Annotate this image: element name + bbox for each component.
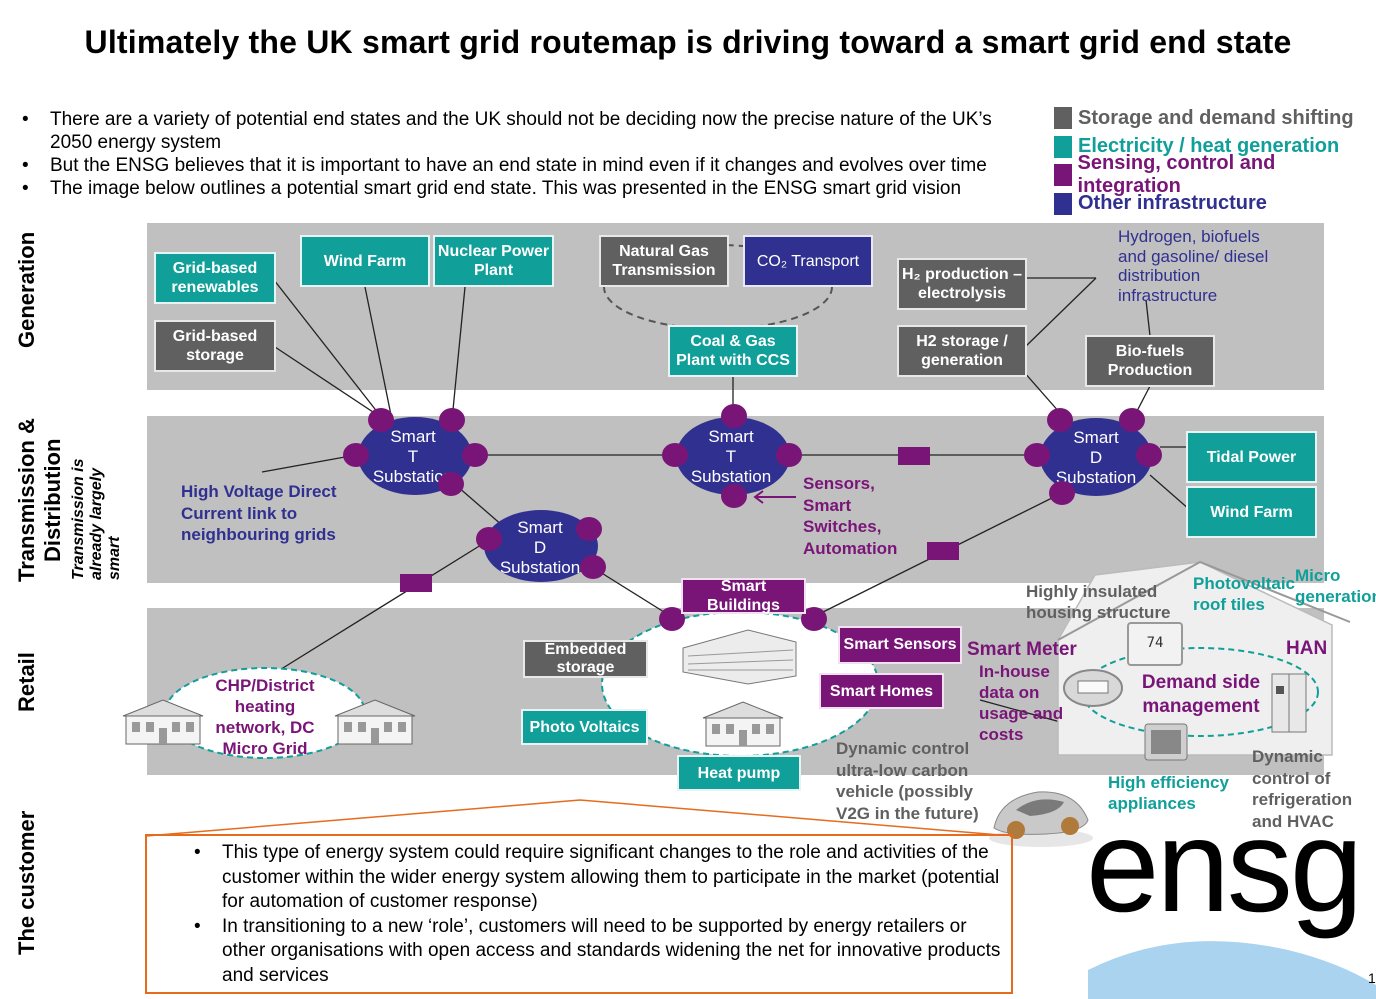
smart-meter-device-icon [1063,669,1123,707]
node-dot [1136,443,1162,467]
refrigerator-icon [1271,673,1307,733]
smart-sensors-box: Smart Sensors [838,626,962,664]
node-dot [580,555,606,579]
electric-car-icon [989,791,1093,847]
tidal-power-box: Tidal Power [1186,431,1317,483]
legend-label: Other infrastructure [1078,192,1267,215]
ensg-logo-text: ensg [1086,792,1363,939]
node-dot [721,484,747,508]
switch-marker [898,447,930,465]
node-dot [659,607,685,631]
legend-label: Sensing, control and integration [1077,152,1276,198]
grid-renewables-box: Grid-based renewables [154,252,276,304]
customer-notes: This type of energy system could require… [145,834,1013,994]
sensors-label: Sensors, Smart Switches, Automation [803,474,898,558]
legend-label: Electricity / heat generation [1078,135,1340,158]
dynamic-control-vehicle-label: Dynamic control ultra-low carbon vehicle… [836,739,979,823]
house-icon [122,699,204,745]
legend-label: Storage and demand shifting [1078,106,1354,129]
heat-pump-box: Heat pump [677,755,801,791]
ensg-logo-wave [1088,941,1376,999]
intro-bullet-2: But the ENSG believes that it is importa… [22,154,1032,177]
node-dot [462,443,488,467]
photo-voltaics-box: Photo Voltaics [521,709,648,745]
thermostat-icon: 74 [1127,622,1183,666]
hydrogen-infrastructure-note: Hydrogen, biofuels and gasoline/ diesel … [1118,227,1269,305]
appliance-icon [1144,723,1188,761]
switch-marker [400,574,432,592]
legend-swatch [1054,107,1072,130]
house-icon [334,699,416,745]
node-dot [776,443,802,467]
han-label: HAN [1286,638,1328,659]
wind-farm-box: Wind Farm [300,235,430,287]
page-number: 1 [1368,970,1376,986]
node-dot [439,408,465,432]
switch-marker [927,542,959,560]
legend-swatch [1054,164,1072,187]
node-dot [576,517,602,541]
wind-farm-2-box: Wind Farm [1186,486,1317,538]
legend-item-infrastructure: Other infrastructure [1054,190,1376,219]
legend-item-sensing: Sensing, control and integration [1054,152,1376,197]
demand-side-management-label: Demand side management [1141,672,1261,717]
dynamic-refrigeration-label: Dynamic control of refrigeration and HVA… [1252,747,1353,831]
legend-item-generation: Electricity / heat generation [1054,133,1376,162]
micro-generation-label: Micro generation [1295,566,1376,606]
smart-meter-label: Smart Meter [967,639,1077,660]
node-dot [1024,443,1050,467]
page-title: Ultimately the UK smart grid routemap is… [84,24,1292,60]
node-dot [1049,481,1075,505]
smart-buildings-box: Smart Buildings [681,578,806,614]
customer-bullet-2: In transitioning to a new ‘role’, custom… [147,915,1011,989]
node-dot [721,404,747,428]
grid-storage-box: Grid-based storage [154,320,276,372]
intro-bullets: There are a variety of potential end sta… [22,108,1032,200]
pv-roof-tiles-label: Photovoltaic roof tiles [1193,574,1296,614]
insulated-housing-label: Highly insulated housing structure [1026,582,1171,622]
legend-item-storage: Storage and demand shifting [1054,104,1376,133]
legend-swatch [1054,192,1072,215]
intro-bullet-1: There are a variety of potential end sta… [22,108,1032,154]
nuclear-box: Nuclear Power Plant [433,235,554,287]
house-icon [702,701,784,747]
h2-production-box: H₂ production – electrolysis [897,258,1027,310]
co2-transport-box: CO₂ Transport [743,235,873,287]
legend: Storage and demand shifting Electricity … [1054,104,1376,218]
smart-homes-box: Smart Homes [819,673,944,709]
natural-gas-box: Natural Gas Transmission [599,235,729,287]
biofuels-box: Bio-fuels Production [1085,335,1215,387]
legend-swatch [1054,135,1072,158]
node-dot [1119,408,1145,432]
building-icon [682,629,797,685]
node-dot [368,408,394,432]
coal-gas-ccs-box: Coal & Gas Plant with CCS [668,325,798,377]
high-efficiency-appliances-label: High efficiency appliances [1108,773,1229,813]
node-dot [438,472,464,496]
embedded-storage-box: Embedded storage [523,640,648,678]
h2-storage-box: H2 storage / generation [897,325,1027,377]
node-dot [343,443,369,467]
smart-t-substation-2 [676,417,790,495]
in-house-data-label: In-house data on usage and costs [979,662,1064,744]
chp-label: CHP/District heating network, DC Micro G… [215,676,315,758]
node-dot [476,527,502,551]
intro-bullet-3: The image below outlines a potential sma… [22,177,1032,200]
customer-bullet-1: This type of energy system could require… [147,841,1011,915]
node-dot [662,443,688,467]
node-dot [1047,408,1073,432]
hvdc-label: High Voltage Direct Current link to neig… [181,482,337,544]
